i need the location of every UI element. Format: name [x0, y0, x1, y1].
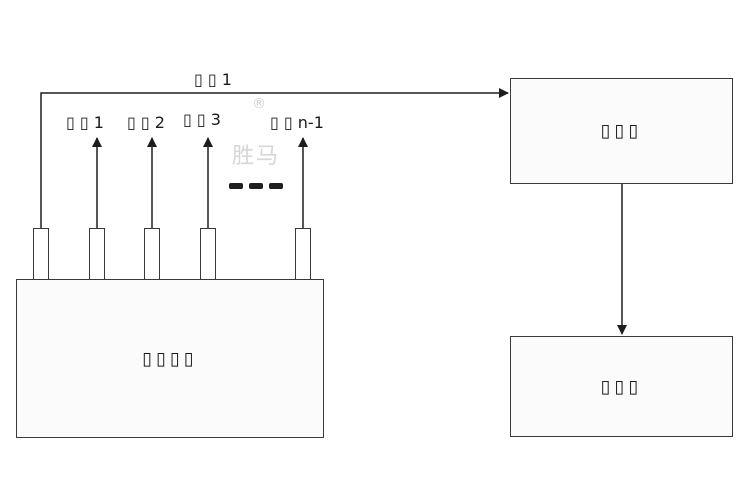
watermark-logo-text: 胜马 — [232, 144, 281, 169]
right-bottom-box-label: ▯▯▯ — [600, 376, 643, 397]
right-top-box-label: ▯▯▯ — [600, 120, 643, 142]
port-3 — [200, 228, 216, 280]
port-top-line — [33, 228, 49, 280]
port-n-1 — [295, 228, 311, 280]
watermark-registered-mark: ® — [252, 96, 266, 112]
arrow-label-1: ▯ ▯ 1 — [66, 113, 104, 132]
port-2 — [144, 228, 160, 280]
arrow-label-n-1: ▯ ▯ n-1 — [270, 113, 324, 132]
port-1 — [89, 228, 105, 280]
left-main-box-label: ▯▯▯▯ — [142, 348, 198, 369]
arrow-label-2: ▯ ▯ 2 — [127, 113, 165, 132]
top-line-label: ▯ ▯ 1 — [194, 70, 232, 89]
ellipsis-dashes — [229, 183, 283, 189]
top-connector-line — [40, 88, 509, 228]
right-bottom-box: ▯▯▯ — [510, 336, 733, 437]
right-top-box: ▯▯▯ — [510, 78, 733, 184]
left-main-box: ▯▯▯▯ — [16, 279, 324, 438]
arrow-label-3: ▯ ▯ 3 — [183, 110, 221, 129]
